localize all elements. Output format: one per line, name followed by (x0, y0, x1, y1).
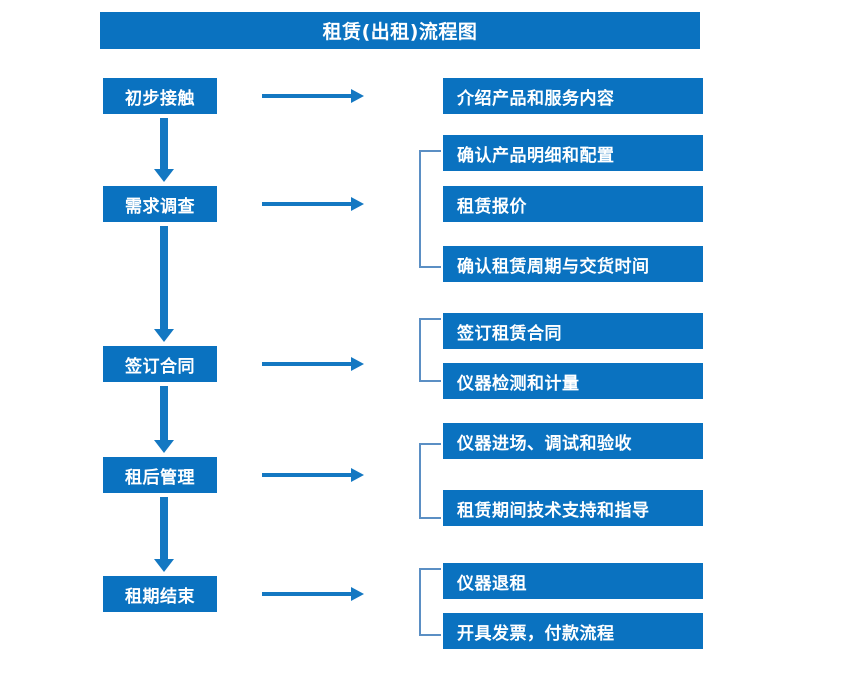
stage-box-2[interactable]: 需求调查 (103, 186, 217, 222)
group-bracket-icon-2 (419, 150, 441, 268)
detail-box-g5-2[interactable]: 开具发票，付款流程 (443, 613, 703, 649)
down-arrow-icon-4 (154, 497, 174, 572)
detail-box-g2-1[interactable]: 确认产品明细和配置 (443, 135, 703, 171)
group-bracket-icon-5 (419, 568, 441, 636)
detail-box-g1-1[interactable]: 介绍产品和服务内容 (443, 78, 703, 114)
group-bracket-icon-3 (419, 318, 441, 382)
page-title: 租赁(出租)流程图 (100, 12, 700, 49)
stage-box-1[interactable]: 初步接触 (103, 78, 217, 114)
down-arrow-icon-3 (154, 386, 174, 453)
detail-box-g3-1[interactable]: 签订租赁合同 (443, 313, 703, 349)
detail-box-g4-1[interactable]: 仪器进场、调试和验收 (443, 423, 703, 459)
down-arrow-icon-1 (154, 118, 174, 182)
right-arrow-icon-5 (262, 587, 364, 601)
down-arrow-icon-2 (154, 226, 174, 342)
right-arrow-icon-4 (262, 468, 364, 482)
stage-box-5[interactable]: 租期结束 (103, 576, 217, 612)
detail-box-g3-2[interactable]: 仪器检测和计量 (443, 363, 703, 399)
detail-box-g5-1[interactable]: 仪器退租 (443, 563, 703, 599)
detail-box-g2-2[interactable]: 租赁报价 (443, 186, 703, 222)
stage-box-3[interactable]: 签订合同 (103, 346, 217, 382)
right-arrow-icon-3 (262, 357, 364, 371)
detail-box-g4-2[interactable]: 租赁期间技术支持和指导 (443, 490, 703, 526)
right-arrow-icon-1 (262, 89, 364, 103)
group-bracket-icon-4 (419, 443, 441, 519)
right-arrow-icon-2 (262, 197, 364, 211)
detail-box-g2-3[interactable]: 确认租赁周期与交货时间 (443, 246, 703, 282)
stage-box-4[interactable]: 租后管理 (103, 457, 217, 493)
